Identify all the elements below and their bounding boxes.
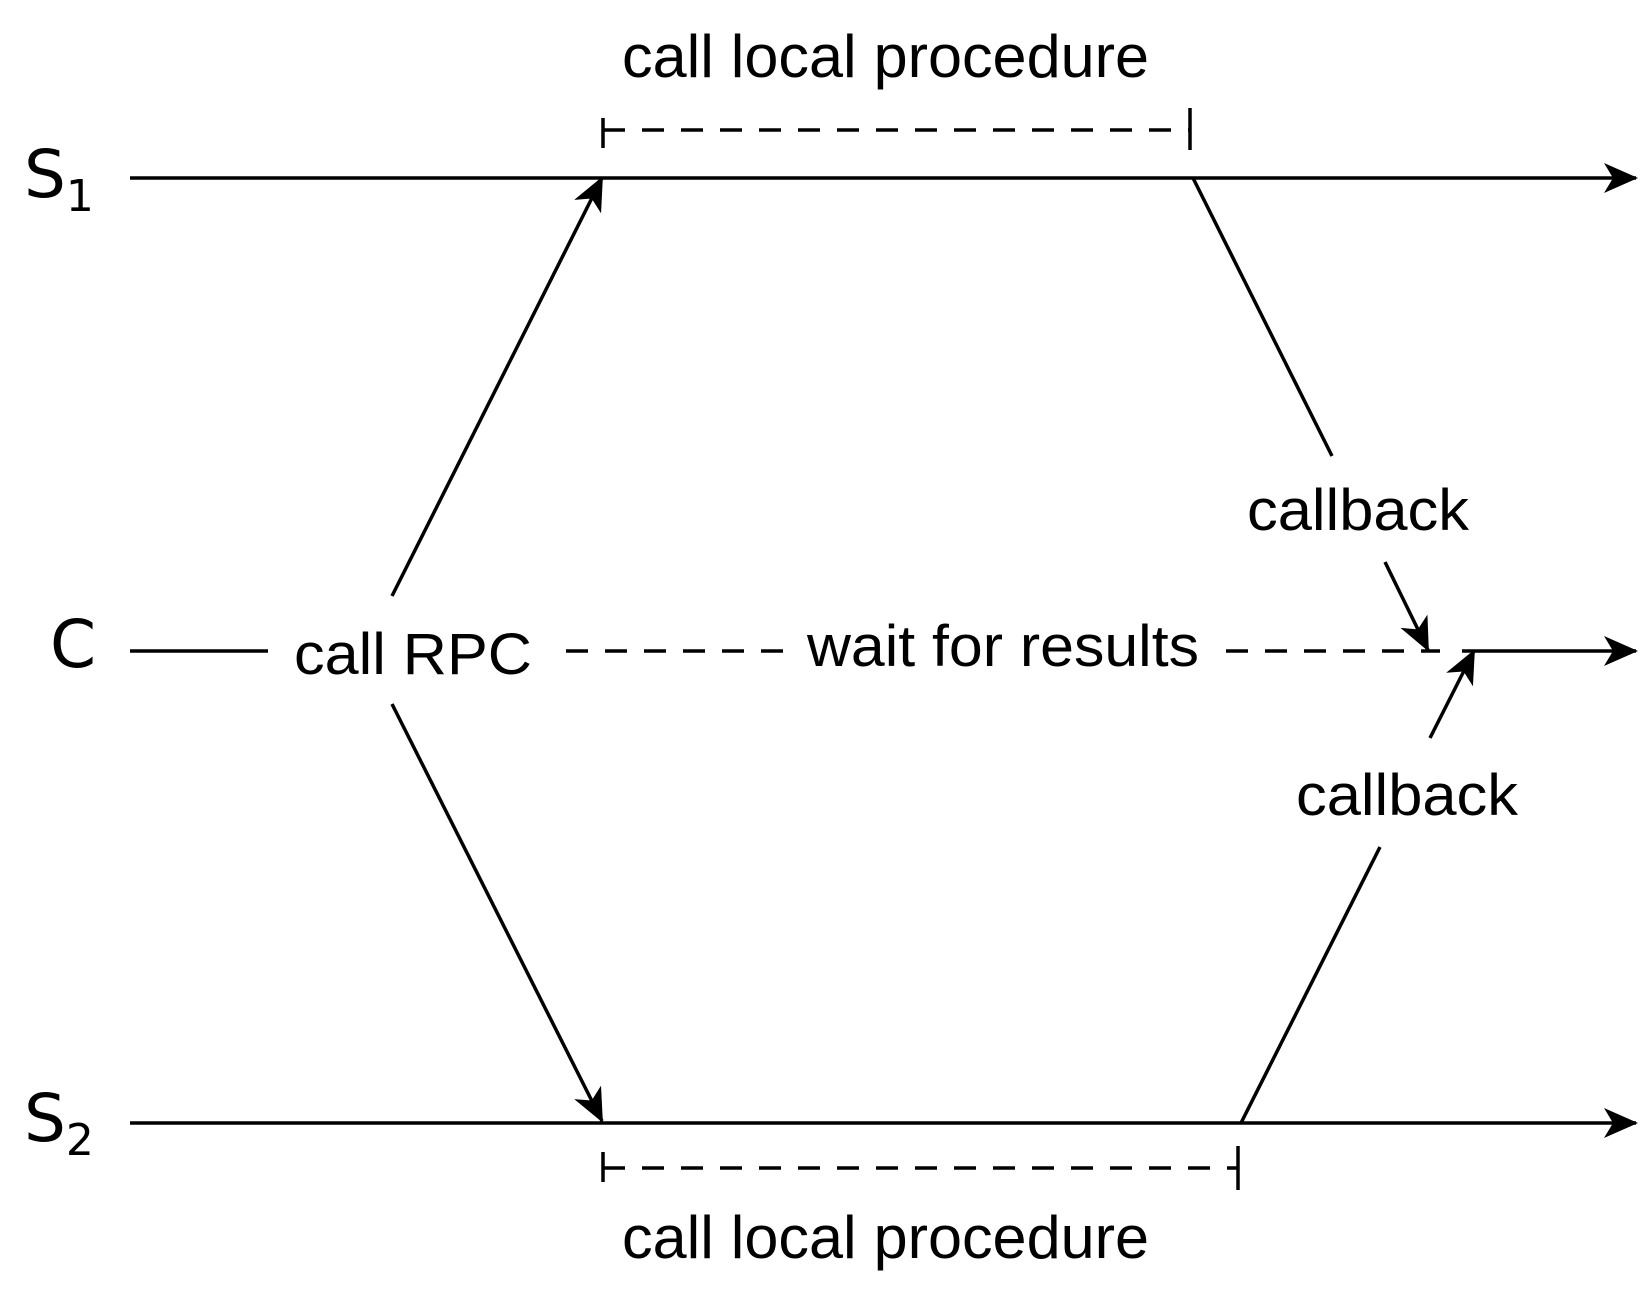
callback-line-from-s1 bbox=[1191, 177, 1334, 457]
node-c-label: C bbox=[50, 606, 96, 683]
callback-line-from-s2 bbox=[1239, 846, 1382, 1124]
node-s2-subscript: 2 bbox=[66, 1115, 94, 1166]
bottom-procedure-interval bbox=[601, 1146, 1240, 1190]
top-procedure-interval bbox=[601, 108, 1192, 150]
callback-arrow-top bbox=[1383, 561, 1430, 652]
wait-for-results-label: wait for results bbox=[806, 614, 1199, 679]
callback-label-bottom: callback bbox=[1296, 763, 1519, 828]
node-s1-base: S bbox=[24, 136, 66, 213]
node-s1-subscript: 1 bbox=[66, 171, 94, 222]
node-s2-base: S bbox=[24, 1080, 66, 1157]
call-rpc-arrow-to-s2 bbox=[390, 703, 604, 1123]
node-s2-label: S2 bbox=[24, 1080, 94, 1166]
callback-arrow-bottom bbox=[1428, 649, 1476, 739]
node-s1-label: S1 bbox=[24, 136, 94, 222]
bottom-procedure-label: call local procedure bbox=[622, 1204, 1149, 1271]
call-rpc-arrow-to-s1 bbox=[390, 176, 604, 597]
call-rpc-label: call RPC bbox=[294, 622, 532, 687]
callback-label-top: callback bbox=[1247, 478, 1470, 543]
top-procedure-label: call local procedure bbox=[622, 23, 1149, 90]
